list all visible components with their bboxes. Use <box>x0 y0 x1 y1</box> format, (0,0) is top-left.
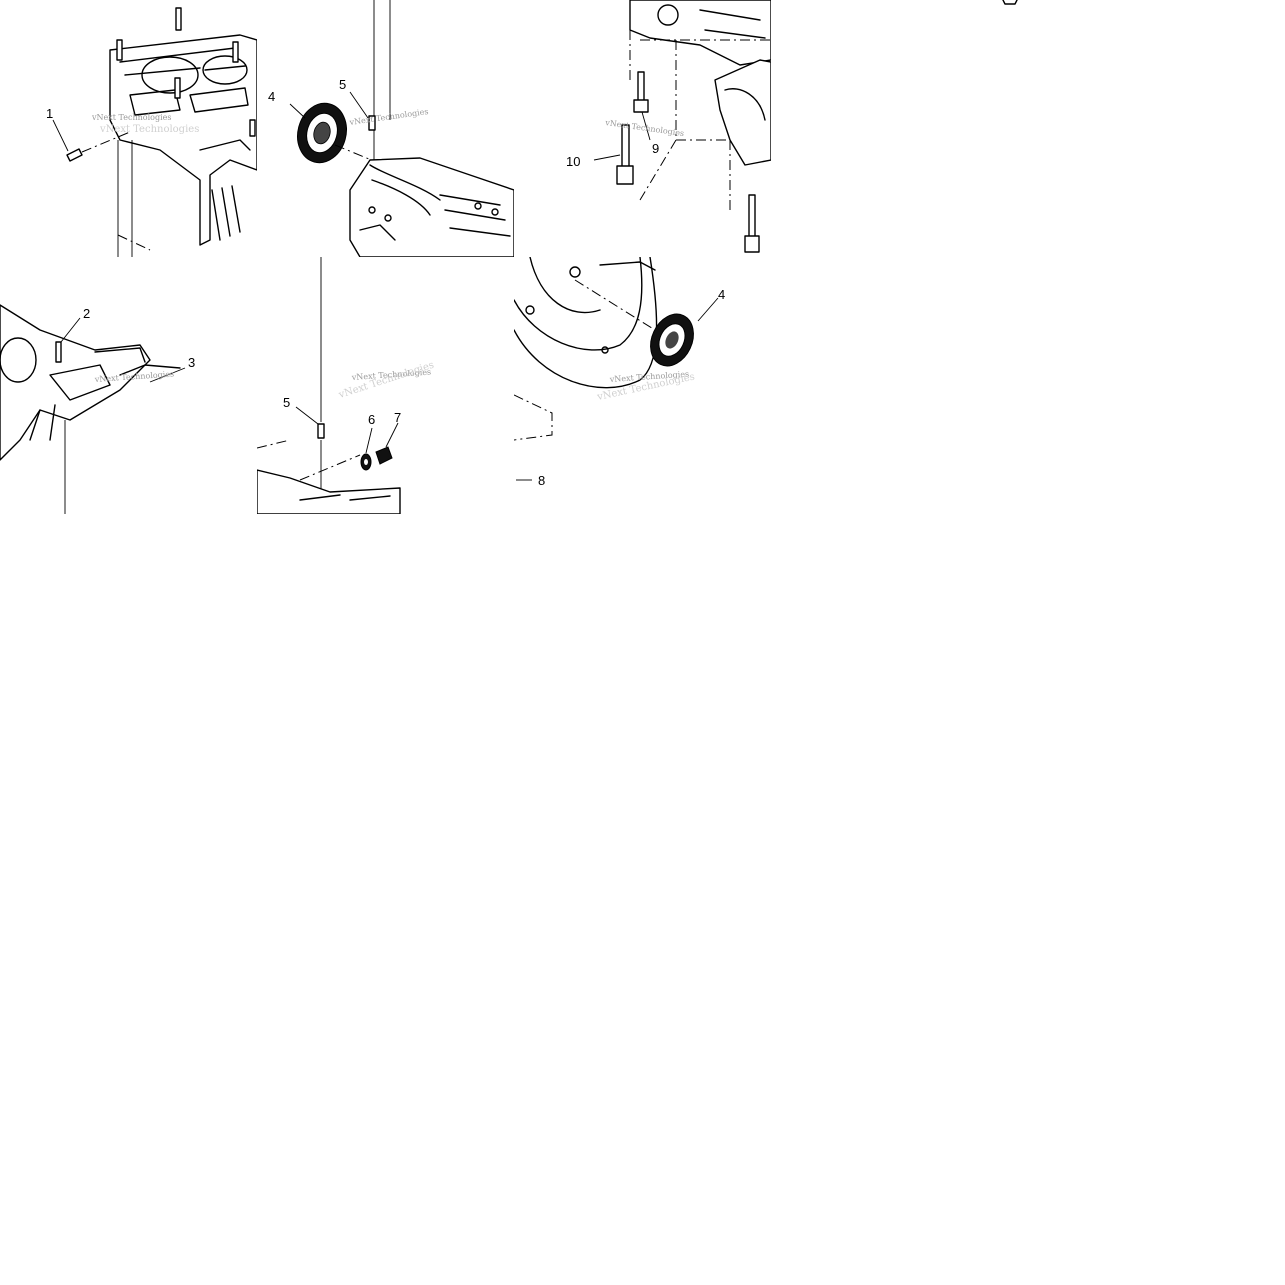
pin-5 <box>317 423 325 439</box>
bolt-10 <box>621 124 630 168</box>
pin <box>368 115 376 131</box>
callout-9: 9 <box>652 141 659 156</box>
tile-stud-insert: 2 3 vNext Technologies <box>0 304 195 514</box>
callout-2: 2 <box>83 306 90 321</box>
stud <box>116 39 123 61</box>
callout-6: 6 <box>368 412 375 427</box>
tile-crankcase-left: 1 vNext Technologies vNext Technologies <box>46 7 257 257</box>
bolt-10-head <box>616 165 634 185</box>
bolt <box>748 194 756 238</box>
callout-7: 7 <box>394 410 401 425</box>
crankcase-section <box>257 469 401 514</box>
callout-10: 10 <box>566 154 580 169</box>
watermark: vNext Technologies <box>348 107 429 127</box>
bolt-9-head <box>633 99 649 113</box>
callout-5a: 5 <box>339 77 346 92</box>
tile-bolts: 10 9 vNext Technologies <box>566 0 771 253</box>
tile-crankcase-seal: 4 5 vNext Technologies <box>268 0 514 257</box>
watermark: vNext Technologies <box>91 113 171 122</box>
stud <box>249 119 256 137</box>
bolt-fragment <box>1002 0 1018 5</box>
callout-5b: 5 <box>283 395 290 410</box>
dowel-pin <box>66 148 83 162</box>
housing-outline <box>514 257 658 389</box>
bolt-9 <box>637 71 645 103</box>
stud <box>232 41 239 63</box>
bearing-cap <box>714 59 771 166</box>
stud-2 <box>55 341 62 363</box>
tile-fasteners: 5 6 7 vNext Technologies vNext Technolog… <box>257 257 435 514</box>
nut-7 <box>375 446 393 465</box>
callout-4b: 4 <box>718 287 725 302</box>
tile-housing-seal: 4 8 vNext Technologies vNext Technologie… <box>514 257 725 488</box>
watermark-faint: vNext Technologies <box>99 124 199 135</box>
stud <box>175 7 182 31</box>
crankcase-body <box>109 34 257 246</box>
stud <box>174 77 181 99</box>
crankcase-lower <box>0 304 151 461</box>
callout-3: 3 <box>188 355 195 370</box>
callout-4a: 4 <box>268 89 275 104</box>
callout-8: 8 <box>538 473 545 488</box>
callout-1: 1 <box>46 106 53 121</box>
crankcase-half <box>349 157 514 257</box>
bolt-head <box>744 235 760 253</box>
